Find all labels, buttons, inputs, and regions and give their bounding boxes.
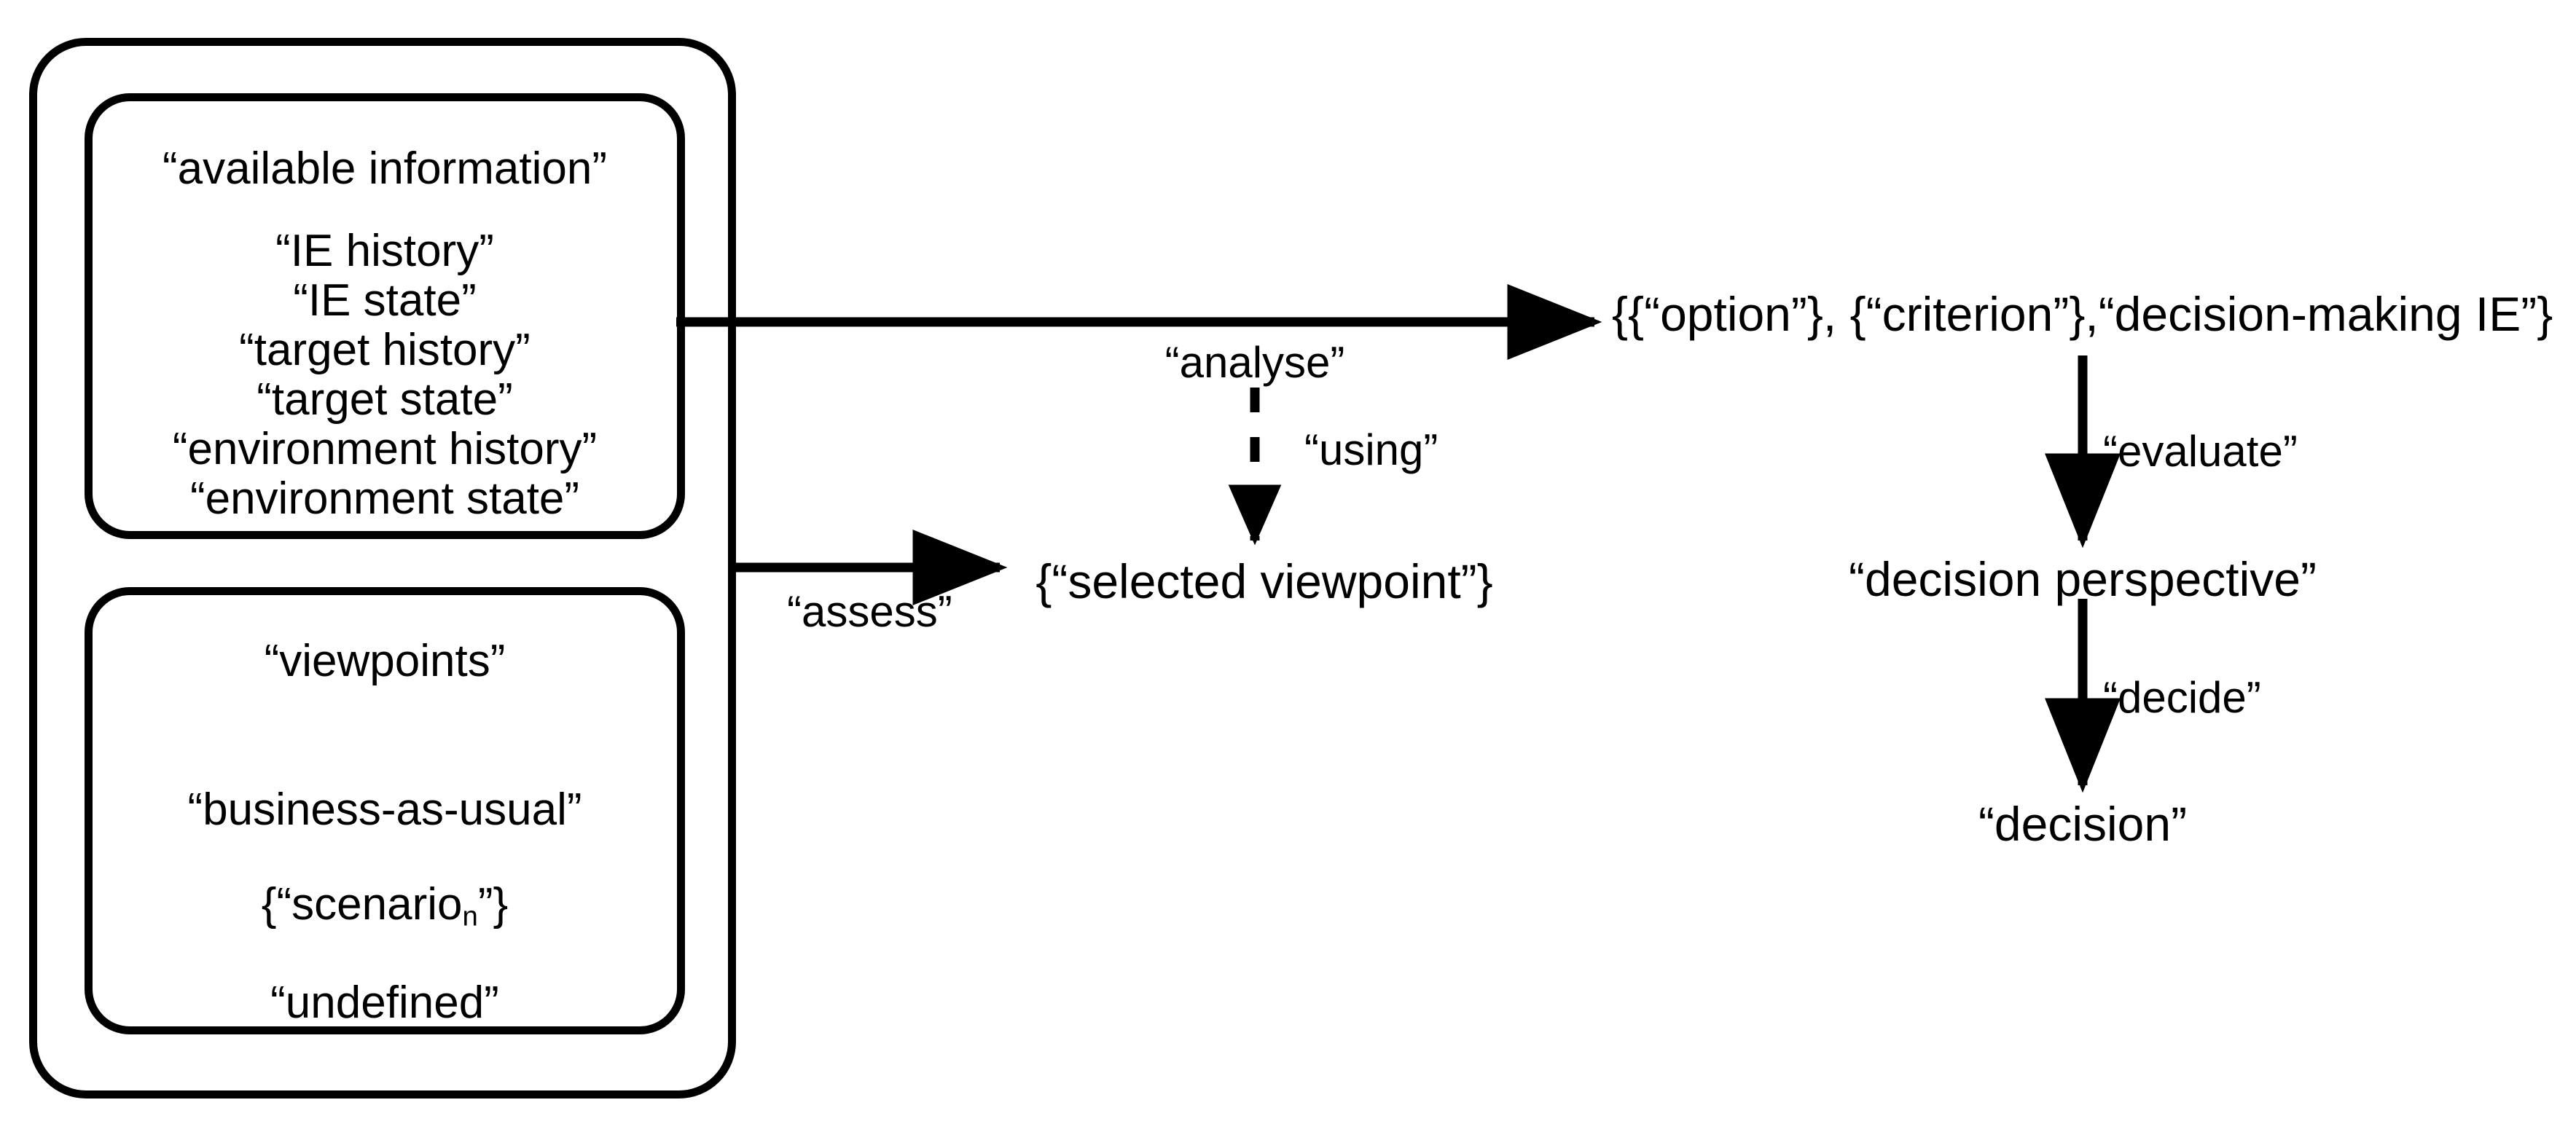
list-item: “business-as-usual”: [187, 785, 582, 835]
node-decision-perspective: “decision perspective”: [1849, 552, 2317, 606]
node-selected-viewpoint: {“selected viewpoint”}: [1036, 554, 1493, 608]
scenario-suffix: ”}: [477, 879, 509, 929]
list-item: “IE history”: [275, 226, 494, 276]
list-item: “target state”: [257, 374, 513, 425]
available-information-list: “IE history” “IE state” “target history”…: [93, 227, 677, 524]
edge-label-evaluate: “evaluate”: [2103, 427, 2298, 476]
edge-label-using: “using”: [1304, 425, 1438, 474]
viewpoints-title: “viewpoints”: [264, 636, 506, 686]
outer-grouping-box: [29, 38, 736, 1098]
available-information-title: “available information”: [163, 144, 607, 194]
node-option-criterion-ie: {{“option”}, {“criterion”},“decision-mak…: [1612, 287, 2553, 341]
list-item: “IE state”: [293, 275, 477, 326]
viewpoints-list: “business-as-usual” {“scenarion”} “undef…: [93, 763, 677, 1050]
viewpoints-box: “viewpoints” “business-as-usual” {“scena…: [85, 587, 685, 1034]
node-decision: “decision”: [1978, 797, 2188, 851]
edge-label-assess: “assess”: [787, 587, 952, 636]
list-item: “undefined”: [270, 977, 499, 1028]
list-item: “environment state”: [189, 473, 580, 524]
edge-label-analyse: “analyse”: [1164, 338, 1345, 387]
available-information-box: “available information” “IE history” “IE…: [85, 93, 685, 539]
list-item-scenario: {“scenarion”}: [93, 857, 677, 956]
list-item: “environment history”: [172, 424, 598, 474]
scenario-prefix: {“scenario: [261, 879, 463, 929]
edge-label-decide: “decide”: [2103, 673, 2261, 722]
list-item: “target history”: [239, 325, 531, 375]
scenario-subscript: n: [462, 900, 478, 932]
